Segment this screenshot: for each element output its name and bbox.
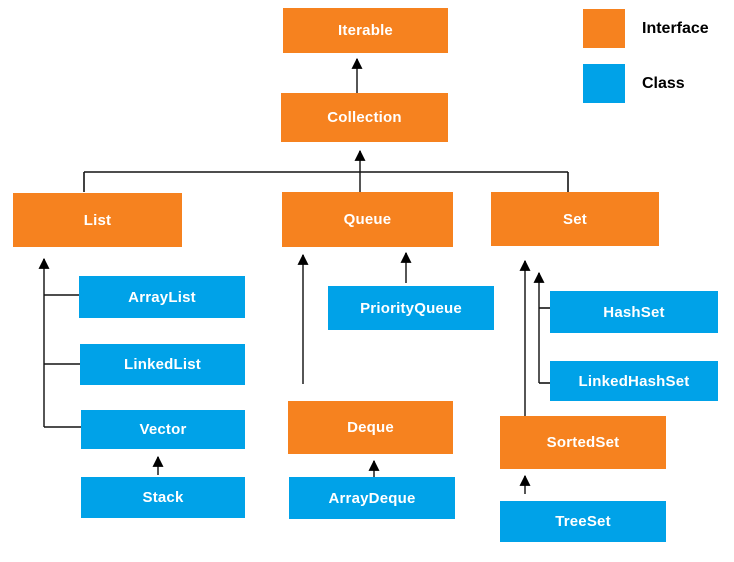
node-list-label: List bbox=[83, 211, 112, 229]
class-color-swatch bbox=[583, 64, 625, 103]
node-queue-label: Queue bbox=[343, 211, 392, 228]
legend-label-class: Class bbox=[642, 74, 685, 92]
node-arraydeque-label: ArrayDeque bbox=[328, 489, 416, 507]
node-vector-label: Vector bbox=[139, 421, 187, 438]
node-set-label: Set bbox=[563, 210, 587, 228]
node-priorityqueue: PriorityQueue bbox=[328, 286, 494, 330]
interface-color-swatch bbox=[583, 9, 625, 48]
node-linkedhashset-label: LinkedHashSet bbox=[578, 372, 690, 390]
node-deque-label: Deque bbox=[347, 419, 394, 436]
node-arraylist: ArrayList bbox=[79, 276, 245, 318]
node-deque: Deque bbox=[288, 401, 453, 454]
legend: Interface Class bbox=[583, 9, 733, 119]
node-arraydeque: ArrayDeque bbox=[289, 477, 455, 519]
node-vector: Vector bbox=[81, 410, 245, 449]
node-queue: Queue bbox=[282, 192, 453, 247]
node-hashset: HashSet bbox=[550, 291, 718, 333]
node-stack-label: Stack bbox=[142, 489, 184, 506]
node-sortedset: SortedSet bbox=[500, 416, 666, 469]
node-linkedlist: LinkedList bbox=[80, 344, 245, 385]
node-hashset-label: HashSet bbox=[603, 303, 665, 321]
node-arraylist-label: ArrayList bbox=[128, 288, 196, 306]
node-sortedset-label: SortedSet bbox=[546, 434, 620, 451]
legend-item-interface: Interface bbox=[583, 9, 733, 48]
node-treeset-label: TreeSet bbox=[555, 513, 611, 530]
node-iterable-label: Iterable bbox=[338, 22, 393, 39]
node-linkedhashset: LinkedHashSet bbox=[550, 361, 718, 401]
legend-item-class: Class bbox=[583, 64, 733, 103]
node-set: Set bbox=[491, 192, 659, 246]
node-priorityqueue-label: PriorityQueue bbox=[360, 299, 462, 317]
node-collection: Collection bbox=[281, 93, 448, 142]
node-collection-label: Collection bbox=[327, 109, 402, 126]
node-iterable: Iterable bbox=[283, 8, 448, 53]
node-list: List bbox=[13, 193, 182, 247]
node-stack: Stack bbox=[81, 477, 245, 518]
node-treeset: TreeSet bbox=[500, 501, 666, 542]
legend-label-interface: Interface bbox=[642, 19, 709, 37]
node-linkedlist-label: LinkedList bbox=[123, 356, 201, 373]
